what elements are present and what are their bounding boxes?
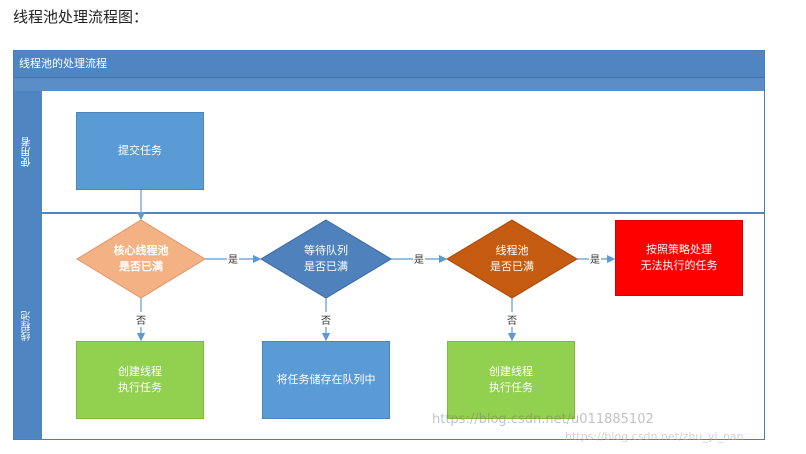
watermark-text-1: https://blog.csdn.net/u011885102 [432, 412, 654, 427]
node-core-pool-check: 核心线程池 是否已满 [113, 244, 169, 273]
lane-divider [14, 212, 764, 214]
node-create-core-thread: 创建线程 执行任务 [76, 341, 204, 419]
header-subbar [14, 77, 764, 91]
flowchart-frame: 线程池的处理流程 使用者 线程池 提交任务 核心线程池 是否已满 等待队列 是否… [13, 50, 765, 440]
node-reject-policy: 按照策略处理 无法执行的任务 [615, 220, 743, 296]
diamond-pool [446, 219, 578, 299]
edge-label-yes-2: 是 [413, 251, 425, 266]
node-pool-check: 线程池 是否已满 [490, 244, 534, 273]
node-enqueue-task: 将任务储存在队列中 [262, 341, 390, 419]
diamond-core-pool [76, 219, 206, 299]
watermark-text-2: https://blog.csdn.net/zhu_yi_nan [565, 430, 744, 443]
node-submit-task: 提交任务 [76, 112, 204, 190]
edge-label-no-3: 否 [506, 312, 518, 327]
diamond-queue [260, 219, 392, 299]
page-title: 线程池处理流程图： [13, 8, 149, 26]
edge-label-no-1: 否 [135, 312, 147, 327]
lane-sidebar [14, 91, 42, 439]
edge-label-yes-3: 是 [589, 251, 601, 266]
node-create-pool-thread: 创建线程 执行任务 [447, 341, 575, 419]
flowchart-title: 线程池的处理流程 [14, 51, 764, 77]
node-queue-check: 等待队列 是否已满 [304, 244, 348, 273]
edge-label-yes-1: 是 [227, 251, 239, 266]
edge-label-no-2: 否 [320, 312, 332, 327]
